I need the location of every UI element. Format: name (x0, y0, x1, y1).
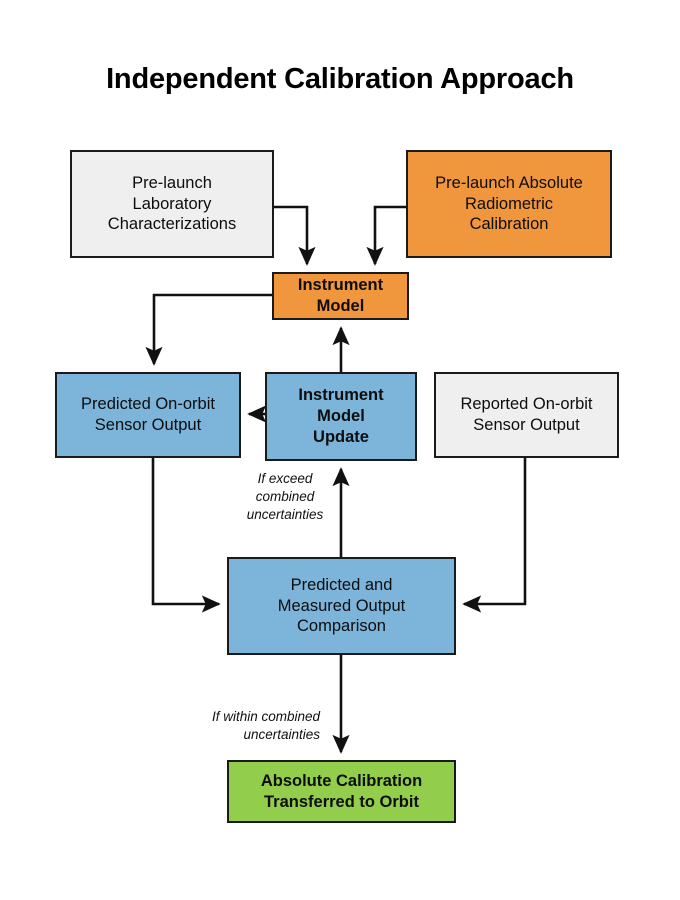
node-instrument-model-update[interactable]: Instrument Model Update (265, 372, 417, 461)
page-title: Independent Calibration Approach (106, 63, 574, 95)
edge-predicted-output-to-comparison (151, 458, 221, 613)
node-predicted-on-orbit-sensor-output[interactable]: Predicted On-orbit Sensor Output (55, 372, 241, 458)
node-instrument-model[interactable]: Instrument Model (272, 272, 409, 320)
edge-instrument-model-to-predicted-output (145, 293, 272, 366)
node-label: Predicted On-orbit Sensor Output (81, 395, 215, 434)
node-prelaunch-absolute-radiometric-calibration[interactable]: Pre-launch Absolute Radiometric Calibrat… (406, 150, 612, 258)
node-label: Absolute Calibration Transferred to Orbi… (260, 771, 423, 811)
node-label: Pre-launch Laboratory Characterizations (107, 173, 237, 234)
node-reported-on-orbit-sensor-output[interactable]: Reported On-orbit Sensor Output (434, 372, 619, 458)
node-label: Predicted and Measured Output Comparison (277, 575, 406, 636)
node-label: Instrument Model Update (298, 386, 384, 446)
node-prelaunch-laboratory-characterizations[interactable]: Pre-launch Laboratory Characterizations (70, 150, 274, 258)
edge-prelaunch-abs-to-instrument-model (366, 205, 406, 266)
node-label: Pre-launch Absolute Radiometric Calibrat… (435, 173, 583, 234)
node-label: Instrument Model (297, 276, 384, 315)
edge-reported-output-to-comparison (462, 458, 527, 613)
edge-prelaunch-lab-to-instrument-model (274, 205, 316, 266)
node-absolute-calibration-transferred-to-orbit[interactable]: Absolute Calibration Transferred to Orbi… (227, 760, 456, 823)
node-predicted-and-measured-output-comparison[interactable]: Predicted and Measured Output Comparison (227, 557, 456, 655)
edge-label-if-exceed-combined-uncertainties: If exceed combined uncertainties (246, 471, 324, 523)
edge-label-if-within-combined-uncertainties: If within combined uncertainties (211, 709, 320, 743)
node-label: Reported On-orbit Sensor Output (460, 395, 593, 434)
